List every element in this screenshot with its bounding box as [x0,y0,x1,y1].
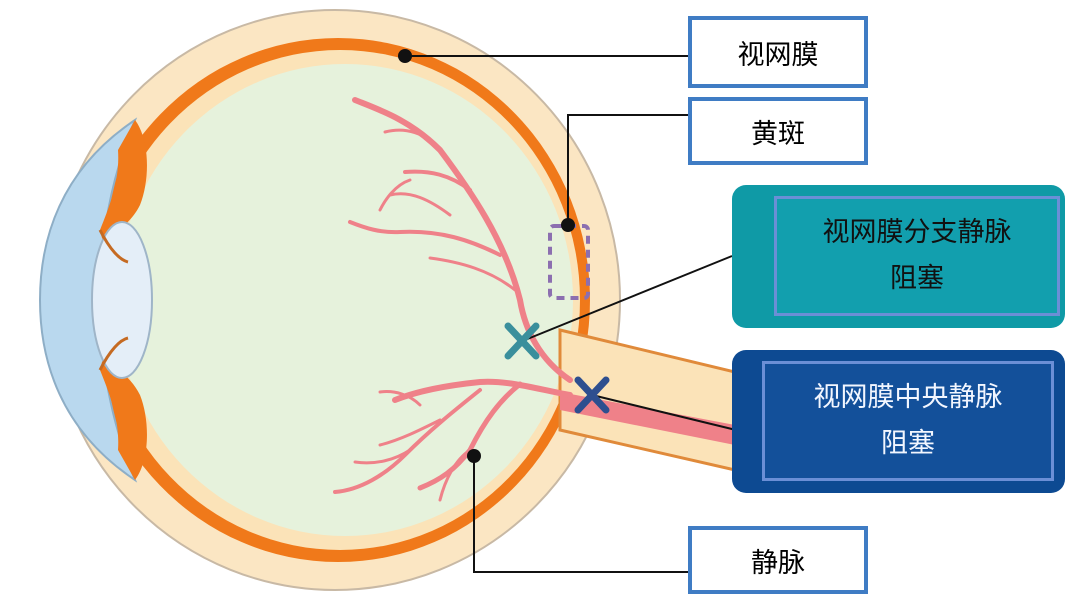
leader-lines [405,55,737,573]
brvo-leader [519,255,733,343]
vein-label-text: 静脉 [751,547,805,579]
macula-label-text: 黄斑 [751,118,805,150]
retina-label-text: 视网膜 [737,39,819,71]
crvo-panel-inner: 视网膜中央静脉 阻塞 [762,361,1054,481]
iris-top [98,229,129,264]
crvo-label-line1: 视网膜中央静脉 [813,382,1003,413]
crvo-leader [591,394,737,431]
crvo-label-line2: 阻塞 [881,428,935,459]
brvo-label-line2: 阻塞 [890,263,944,294]
vein-dot [467,449,481,463]
brvo-label-line1: 视网膜分支静脉 [822,217,1012,248]
retina-label: 视网膜 [688,16,868,88]
macula-leader [567,114,688,225]
eye-front [38,117,153,483]
ciliary-body-bottom [100,350,147,480]
macula-label: 黄斑 [688,97,868,165]
x-mark-icon [574,376,610,414]
retina-dot [398,49,412,63]
brvo-panel-inner: 视网膜分支静脉 阻塞 [774,196,1060,316]
macula-dot [561,218,575,232]
retinal-vessels [333,97,573,502]
vein-label: 静脉 [688,526,868,594]
vein-leader [473,456,688,573]
lens [91,221,153,379]
vitreous-body [117,64,573,536]
x-mark-icon [504,322,540,360]
crvo-panel: 视网膜中央静脉 阻塞 [732,350,1065,493]
ciliary-body-top [100,120,147,250]
brvo-panel: 视网膜分支静脉 阻塞 [732,185,1065,328]
iris-bottom [98,336,129,371]
